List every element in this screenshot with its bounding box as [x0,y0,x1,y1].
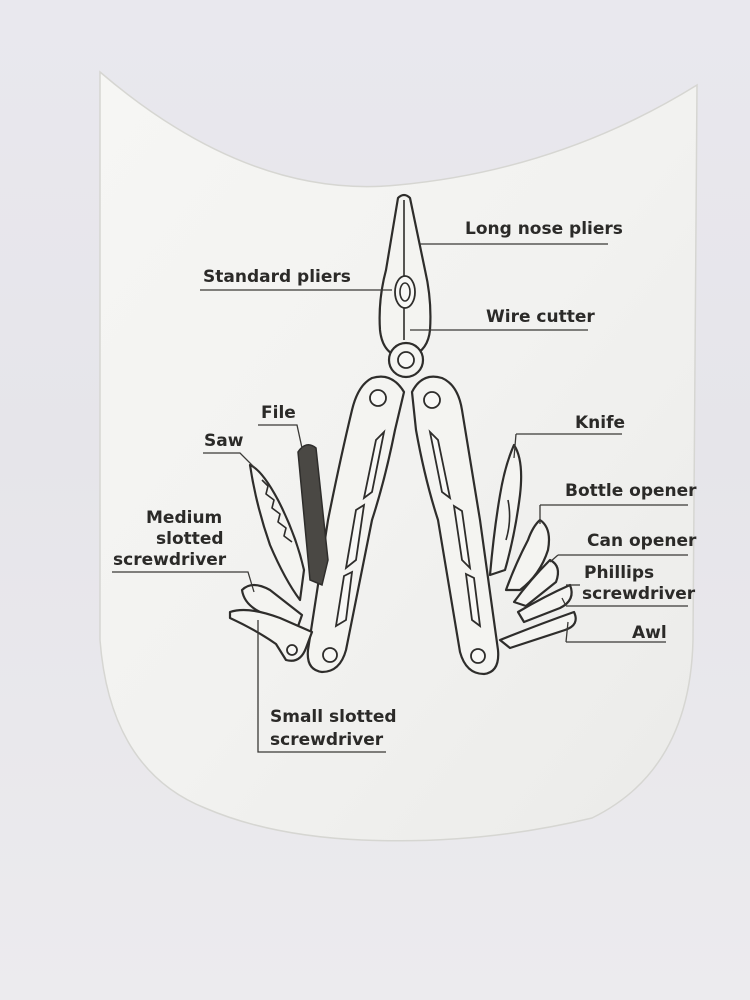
label-small-slotted-line1: Small slotted [270,707,397,727]
phillips-screwdriver-tool [516,583,573,624]
label-long-nose-pliers: Long nose pliers [465,219,623,239]
right-handle [410,375,500,676]
label-medium-slotted-line2: slotted [156,529,224,549]
label-small-slotted-line2: screwdriver [270,730,384,750]
leader-lines [112,243,688,753]
label-phillips-line1: Phillips [584,563,654,583]
saw-tool [248,463,306,602]
label-awl: Awl [632,623,667,643]
bottle-opener-tool [504,518,551,592]
label-medium-slotted-line3: screwdriver [113,550,227,570]
label-knife: Knife [575,413,625,433]
label-bottle-opener: Bottle opener [565,481,697,501]
small-slotted-screwdriver-tool [228,608,314,662]
label-saw: Saw [204,431,244,451]
left-handle [306,375,406,674]
label-file: File [261,403,296,423]
label-wire-cutter: Wire cutter [486,307,595,327]
awl-tool [498,610,577,650]
label-can-opener: Can opener [587,531,697,551]
label-standard-pliers: Standard pliers [203,267,351,287]
file-tool [297,444,329,587]
card-shape [99,70,698,842]
knife-tool [488,443,523,577]
can-opener-tool [512,558,560,608]
label-medium-slotted-line1: Medium [146,508,222,528]
pliers-jaws [378,193,432,379]
label-phillips-line2: screwdriver [582,584,696,604]
